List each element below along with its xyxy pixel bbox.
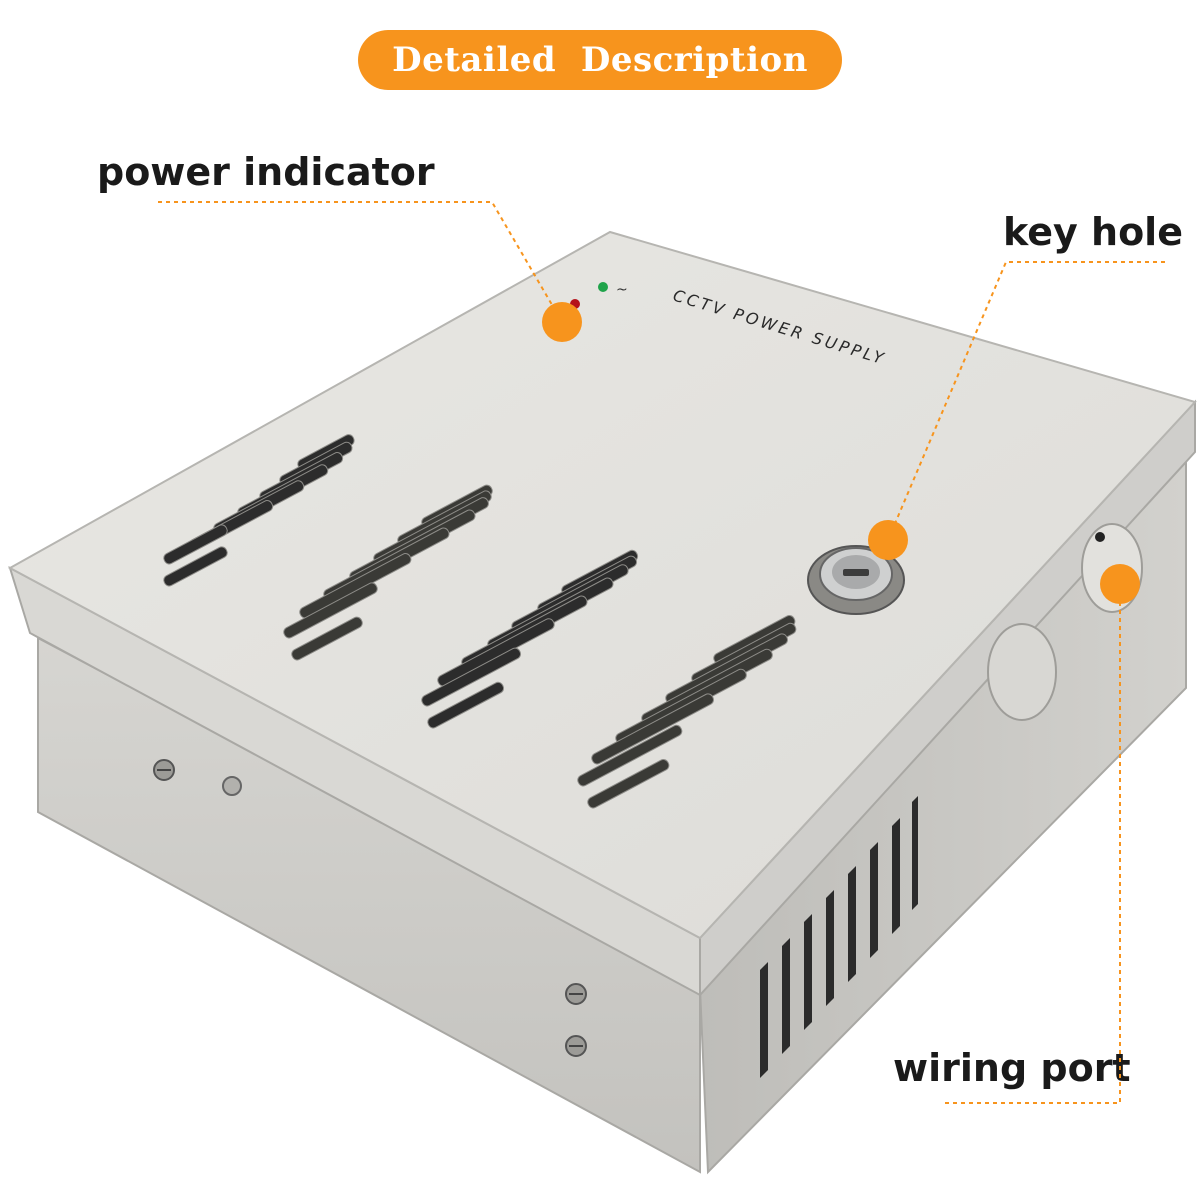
title-banner: Detailed Description: [358, 30, 842, 90]
side-vent-slots: [760, 796, 918, 1078]
key-hole-label: key hole: [1003, 210, 1183, 254]
led-green: [598, 282, 608, 292]
svg-text:~: ~: [616, 282, 628, 298]
callout-leader-wiring: [945, 584, 1121, 1104]
callout-leader-power: [158, 201, 563, 323]
callout-marker-key: [868, 520, 908, 560]
callout-leader-key: [887, 261, 1165, 541]
callout-marker-wiring: [1100, 564, 1140, 604]
screw: [153, 759, 175, 781]
callout-marker-power: [542, 302, 582, 342]
wiring-knockout: [987, 623, 1057, 721]
key-lock: [807, 545, 905, 615]
wiring-port-label: wiring port: [893, 1046, 1131, 1090]
screw: [565, 983, 587, 1005]
vent-group: [577, 615, 797, 809]
vent-group: [421, 549, 639, 729]
screw-hole: [222, 776, 242, 796]
power-indicator-label: power indicator: [97, 150, 435, 194]
vent-group: [163, 434, 355, 587]
title-text: Detailed Description: [392, 40, 808, 80]
side-screw-hole: [1095, 532, 1105, 542]
vent-group: [283, 484, 493, 661]
screw: [565, 1035, 587, 1057]
